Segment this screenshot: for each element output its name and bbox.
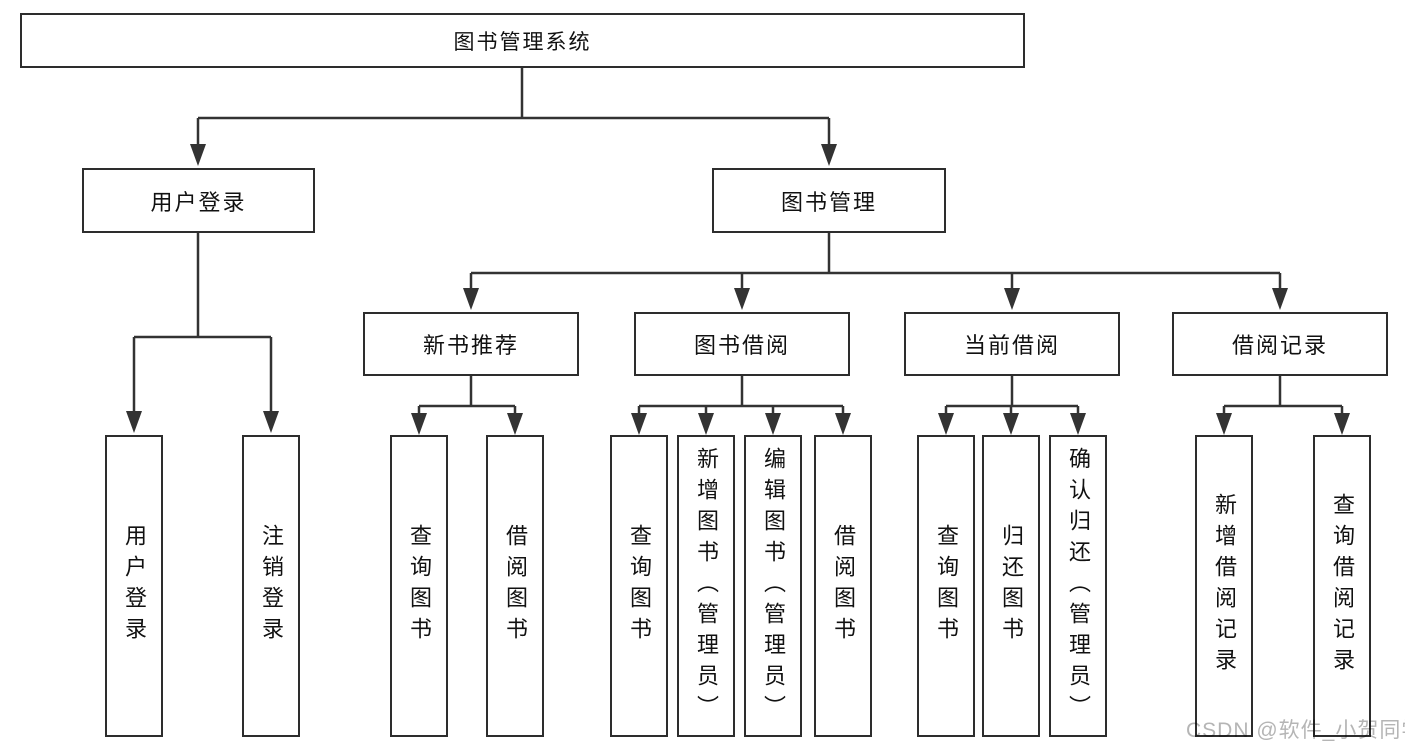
leaf-bb-borrow-books-label: 借阅图书 [831, 524, 856, 648]
node-current-borrowing: 当前借阅 [904, 312, 1120, 376]
leaf-nb-query-books-label: 查询图书 [407, 524, 432, 648]
leaf-nb-query-books: 查询图书 [390, 435, 448, 737]
node-book-borrowing-label: 图书借阅 [693, 333, 790, 358]
leaf-user-login-label: 用户登录 [122, 524, 147, 648]
node-root: 图书管理系统 [20, 13, 1025, 68]
leaf-bb-add-books-label: 新增图书（管理员） [694, 446, 719, 726]
node-user-login-label: 用户登录 [150, 189, 247, 215]
leaf-bb-borrow-books: 借阅图书 [814, 435, 872, 737]
leaf-cb-query-books-label: 查询图书 [934, 524, 959, 648]
leaf-br-add-record: 新增借阅记录 [1195, 435, 1253, 737]
leaf-bb-add-books: 新增图书（管理员） [677, 435, 735, 737]
node-root-label: 图书管理系统 [453, 30, 592, 54]
node-book-management-label: 图书管理 [780, 189, 877, 215]
leaf-bb-query-books: 查询图书 [610, 435, 668, 737]
node-borrowing-records: 借阅记录 [1172, 312, 1388, 376]
csdn-watermark: CSDN @软件_小贺同学 [1186, 719, 1405, 742]
arrowheads [126, 144, 1350, 435]
node-new-book-recommend: 新书推荐 [363, 312, 579, 376]
leaf-cb-confirm-return: 确认归还（管理员） [1049, 435, 1107, 737]
leaf-bb-edit-books: 编辑图书（管理员） [744, 435, 802, 737]
leaf-br-query-record-label: 查询借阅记录 [1330, 493, 1355, 679]
leaf-nb-borrow-books: 借阅图书 [486, 435, 544, 737]
leaf-br-query-record: 查询借阅记录 [1313, 435, 1371, 737]
node-book-borrowing: 图书借阅 [634, 312, 850, 376]
node-book-management: 图书管理 [712, 168, 946, 233]
leaf-br-add-record-label: 新增借阅记录 [1212, 493, 1237, 679]
leaf-logout-label: 注销登录 [259, 524, 284, 648]
node-current-borrowing-label: 当前借阅 [963, 333, 1060, 358]
leaf-cb-return-books: 归还图书 [982, 435, 1040, 737]
connector-lines [132, 68, 1344, 416]
leaf-nb-borrow-books-label: 借阅图书 [503, 524, 528, 648]
leaf-cb-return-books-label: 归还图书 [999, 524, 1024, 648]
leaf-bb-query-books-label: 查询图书 [627, 524, 652, 648]
node-user-login: 用户登录 [82, 168, 315, 233]
leaf-bb-edit-books-label: 编辑图书（管理员） [761, 446, 786, 726]
leaf-cb-query-books: 查询图书 [917, 435, 975, 737]
node-borrowing-records-label: 借阅记录 [1231, 333, 1328, 358]
node-new-book-recommend-label: 新书推荐 [422, 333, 519, 358]
leaf-logout: 注销登录 [242, 435, 300, 737]
leaf-user-login: 用户登录 [105, 435, 163, 737]
leaf-cb-confirm-return-label: 确认归还（管理员） [1066, 446, 1091, 726]
